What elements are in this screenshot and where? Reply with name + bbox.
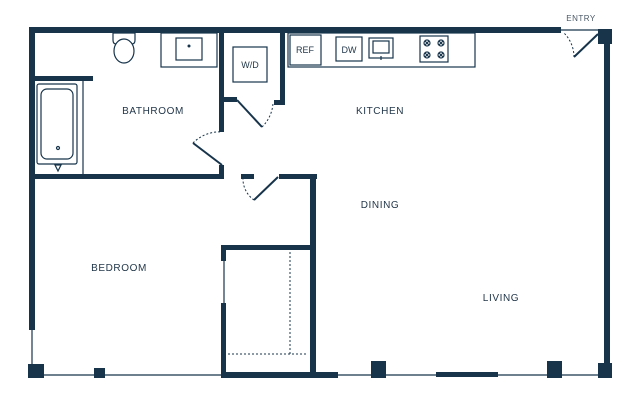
bathtub-inner	[40, 88, 74, 160]
wall-bedroom-hall-stub	[241, 174, 254, 179]
laundry-door-swing	[261, 102, 274, 128]
living-label: LIVING	[483, 293, 519, 304]
wall-laundry-right-foot	[274, 100, 285, 105]
sink	[175, 37, 203, 61]
entry-door	[573, 33, 599, 58]
column-bottom-1	[94, 368, 105, 378]
column-bottom-3	[547, 361, 562, 378]
wall-bath-bedroom	[29, 174, 223, 179]
entry-label: ENTRY	[566, 14, 596, 23]
toilet-bowl	[113, 38, 135, 64]
wall-bath-right-upper	[219, 29, 224, 132]
exterior-wall-right	[604, 42, 610, 377]
wall-hall-top	[279, 174, 317, 179]
bedroom-door	[253, 176, 279, 201]
wall-laundry-left	[223, 97, 237, 102]
dishwasher	[335, 36, 363, 62]
refrigerator-label: REF	[296, 45, 315, 55]
wall-bedroom-right	[221, 245, 316, 250]
laundry-door	[236, 99, 263, 128]
bedroom-label: BEDROOM	[91, 263, 147, 274]
wall-closet-left-lower	[221, 303, 226, 378]
exterior-wall-bottom-right	[436, 372, 498, 377]
column-bottom-2	[371, 361, 386, 378]
refrigerator	[289, 34, 322, 66]
bathroom-door	[192, 142, 223, 166]
wall-tub-top	[29, 76, 93, 81]
column-bottom-right	[598, 363, 612, 378]
washer-dryer	[232, 46, 268, 83]
wall-bath-right-lower	[219, 165, 224, 179]
column-top-right	[598, 29, 612, 44]
entry-door-swing	[563, 32, 575, 58]
wall-hall-right	[310, 174, 316, 378]
wall-laundry-right	[280, 29, 285, 105]
wall-closet-left-upper	[221, 245, 226, 261]
exterior-wall-top	[29, 27, 561, 33]
sink-drain	[187, 44, 191, 48]
bathroom-label: BATHROOM	[122, 106, 184, 117]
range	[419, 35, 449, 63]
dishwasher-label: DW	[342, 45, 357, 55]
exterior-wall-bottom-mid	[221, 372, 338, 378]
column-bottom-left	[28, 364, 44, 378]
shower-valve	[54, 164, 62, 173]
bathroom-door-swing	[192, 131, 223, 144]
bathtub-drain	[55, 145, 61, 151]
bedroom-door-swing	[242, 176, 255, 201]
range-burners	[423, 39, 445, 59]
washer-dryer-label: W/D	[241, 60, 259, 70]
kitchen-sink-basin	[372, 40, 390, 54]
kitchen-label: KITCHEN	[356, 106, 404, 117]
dining-label: DINING	[361, 200, 400, 211]
